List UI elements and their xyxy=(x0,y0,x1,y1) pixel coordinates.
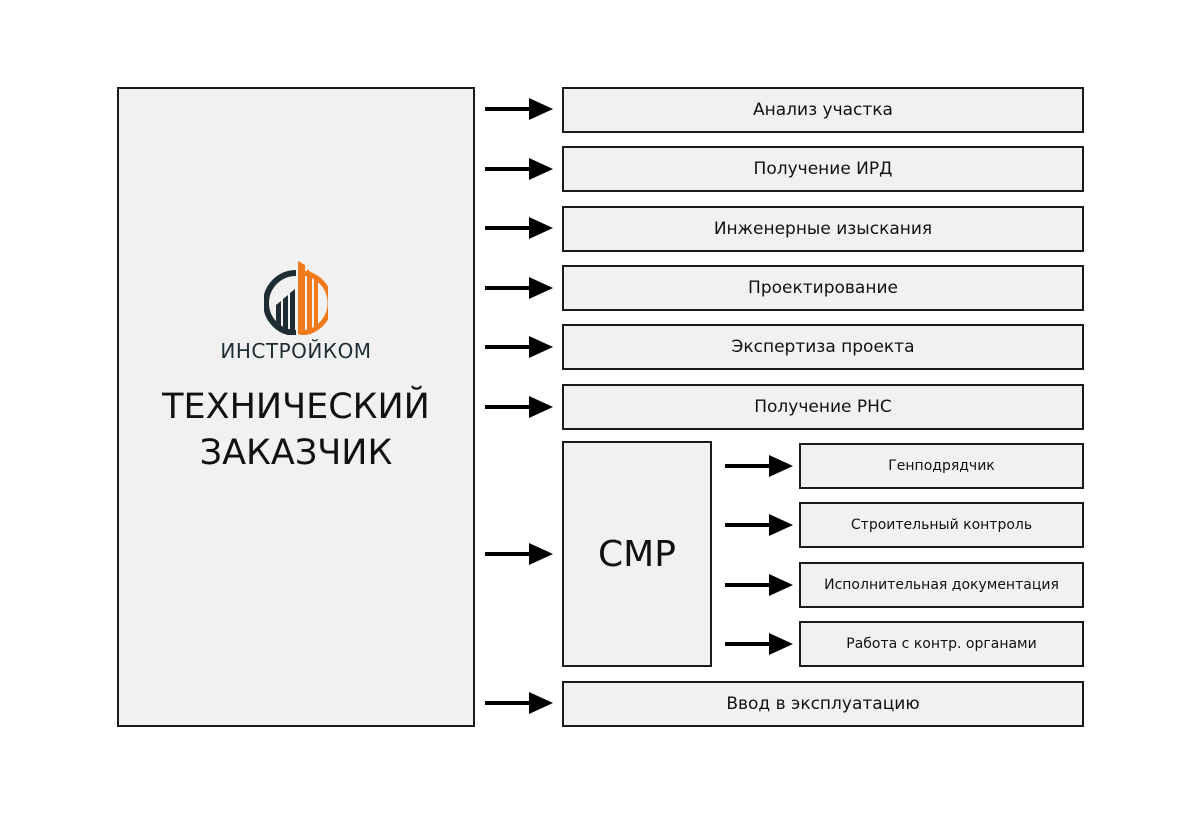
arrow-icon xyxy=(485,692,553,714)
arrow-icon xyxy=(485,396,553,418)
step-design: Проектирование xyxy=(562,265,1084,311)
arrow-icon xyxy=(485,277,553,299)
block-title: ТЕХНИЧЕСКИЙ ЗАКАЗЧИК xyxy=(119,384,473,476)
arrow-icon xyxy=(725,514,793,536)
arrow-icon xyxy=(485,336,553,358)
arrow-icon xyxy=(485,543,553,565)
arrow-icon xyxy=(725,455,793,477)
substep-general-contractor: Генподрядчик xyxy=(799,443,1084,489)
technical-customer-block: ИНСТРОЙКОМ ТЕХНИЧЕСКИЙ ЗАКАЗЧИК xyxy=(117,87,475,727)
step-project-expertise: Экспертиза проекта xyxy=(562,324,1084,370)
step-building-permit: Получение РНС xyxy=(562,384,1084,430)
step-commissioning: Ввод в эксплуатацию xyxy=(562,681,1084,727)
step-site-analysis: Анализ участка xyxy=(562,87,1084,133)
title-line-2: ЗАКАЗЧИК xyxy=(199,433,393,473)
substep-regulatory-bodies: Работа с контр. органами xyxy=(799,621,1084,667)
title-line-1: ТЕХНИЧЕСКИЙ xyxy=(162,387,430,427)
step-engineering-surveys: Инженерные изыскания xyxy=(562,206,1084,252)
step-ird: Получение ИРД xyxy=(562,146,1084,192)
company-logo: ИНСТРОЙКОМ xyxy=(119,261,473,363)
arrow-icon xyxy=(485,98,553,120)
arrow-icon xyxy=(725,633,793,655)
arrow-icon xyxy=(485,217,553,239)
smr-block: СМР xyxy=(562,441,712,667)
company-name: ИНСТРОЙКОМ xyxy=(220,339,372,363)
substep-as-built-documentation: Исполнительная документация xyxy=(799,562,1084,608)
building-circle-logo-icon xyxy=(264,261,328,335)
substep-construction-control: Строительный контроль xyxy=(799,502,1084,548)
arrow-icon xyxy=(725,574,793,596)
arrow-icon xyxy=(485,158,553,180)
